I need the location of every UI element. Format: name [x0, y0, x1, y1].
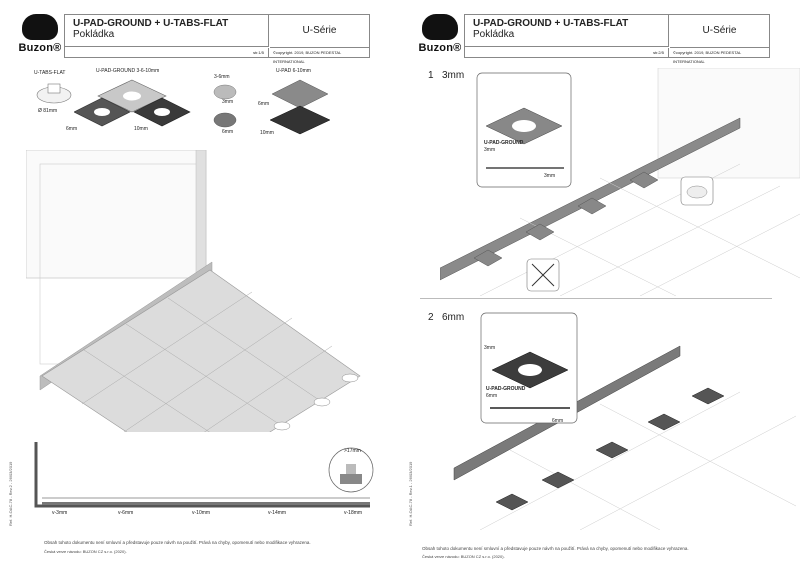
- ref-code: Ref. H-OAC-78 - Rev.2 - 26/03/2019: [8, 461, 13, 526]
- six-mm-label: 6mm: [66, 126, 78, 132]
- bar-label: v-6mm: [118, 510, 134, 516]
- u-pad-ground-icon: [74, 79, 191, 127]
- terrace-illustration: [26, 150, 361, 432]
- divider: [420, 298, 772, 299]
- title-box: U-PAD-GROUND + U-TABS-FLAT Pokládka: [65, 15, 269, 47]
- three-mm-label: 3mm: [222, 99, 234, 105]
- logo: Buzon®: [16, 14, 64, 58]
- elephant-icon: [22, 14, 58, 40]
- six-mm-c-label: 6mm: [258, 101, 270, 107]
- step-1-dimension: 3mm: [544, 173, 556, 179]
- step-2-number: 2: [428, 312, 434, 323]
- height-profile: [34, 442, 370, 508]
- u-tabs-flat-icon: [36, 83, 72, 104]
- doc-subtitle: Pokládka: [73, 29, 115, 40]
- u-pad-icon: [269, 79, 331, 135]
- copyright: ©copyright. 2019, BUZON PEDESTAL INTERNA…: [273, 50, 342, 64]
- u-pad-ground-label: U-PAD-GROUND 3-6-10mm: [96, 68, 160, 74]
- six-mm-b-label: 6mm: [222, 129, 234, 135]
- diameter-label: Ø 81mm: [38, 108, 58, 114]
- series-label: U-Série: [270, 15, 369, 48]
- height-callout: >17mm: [344, 448, 361, 454]
- header-box: U-PAD-GROUND + U-TABS-FLAT Pokládka U-Sé…: [464, 14, 770, 64]
- page-2: Buzon® U-PAD-GROUND + U-TABS-FLAT Poklád…: [400, 0, 800, 566]
- logo: Buzon®: [416, 14, 464, 58]
- footer-version: Česká verze návodu: BUZON CZ s.r.o. (202…: [422, 554, 505, 559]
- u-tabs-flat-label: U-TABS-FLAT: [34, 70, 66, 76]
- detail-zoom-icon: [680, 176, 714, 206]
- ten-mm-c-label: 10mm: [260, 130, 274, 136]
- step-1-label: 3mm: [442, 70, 465, 81]
- shim-icons: [213, 84, 237, 128]
- doc-title: U-PAD-GROUND + U-TABS-FLAT: [473, 18, 629, 29]
- step-1-illustration: [440, 68, 800, 296]
- footer-version: Česká verze návodu: BUZON CZ s.r.o. (202…: [44, 549, 127, 554]
- title-box: U-PAD-GROUND + U-TABS-FLAT Pokládka: [465, 15, 669, 47]
- ref-code: Ref. H-OAC-78 - Rev.1 - 26/03/2019: [408, 461, 413, 526]
- series-label: U-Série: [670, 15, 769, 48]
- logo-word: Buzon®: [418, 42, 462, 54]
- step-2-detail-box: [480, 312, 578, 424]
- page-number: str.2/5: [465, 48, 669, 57]
- elephant-icon: [422, 14, 458, 40]
- step-1-detail-box: [476, 72, 572, 188]
- page-number: str.1/5: [65, 48, 269, 57]
- logo-word: Buzon®: [18, 42, 62, 54]
- doc-subtitle: Pokládka: [473, 29, 515, 40]
- step-2-product-height: 6mm: [486, 393, 498, 399]
- ten-mm-label: 10mm: [134, 126, 148, 132]
- bar-label: v-10mm: [192, 510, 211, 516]
- step-2-label: 6mm: [442, 312, 465, 323]
- step-2-top-dimension: 3mm: [484, 345, 496, 351]
- page-1: Buzon® U-PAD-GROUND + U-TABS-FLAT Poklád…: [8, 14, 374, 554]
- wrong-placement-icon: [526, 258, 560, 292]
- step-1-number: 1: [428, 70, 434, 81]
- step-1-product-height: 3mm: [484, 147, 496, 153]
- u-pad-label: U-PAD 6-10mm: [276, 68, 311, 74]
- pedestal-callout: [328, 447, 374, 493]
- bar-label: v-3mm: [52, 510, 68, 516]
- doc-title: U-PAD-GROUND + U-TABS-FLAT: [73, 18, 229, 29]
- footer-disclaimer: Obsah tohoto dokumentu není smluvní a př…: [44, 540, 311, 545]
- header-box: U-PAD-GROUND + U-TABS-FLAT Pokládka U-Sé…: [64, 14, 370, 64]
- step-2-dimension: 6mm: [552, 418, 564, 424]
- footer-disclaimer: Obsah tohoto dokumentu není smluvní a př…: [422, 546, 689, 551]
- bar-label: v-14mm: [268, 510, 287, 516]
- range-label: 3-6mm: [214, 74, 230, 80]
- bar-label: v-18mm: [344, 510, 363, 516]
- step-2-product: U-PAD-GROUND: [486, 386, 526, 392]
- step-1-product: U-PAD-GROUND: [484, 140, 524, 146]
- copyright: ©copyright. 2019, BUZON PEDESTAL INTERNA…: [673, 50, 742, 64]
